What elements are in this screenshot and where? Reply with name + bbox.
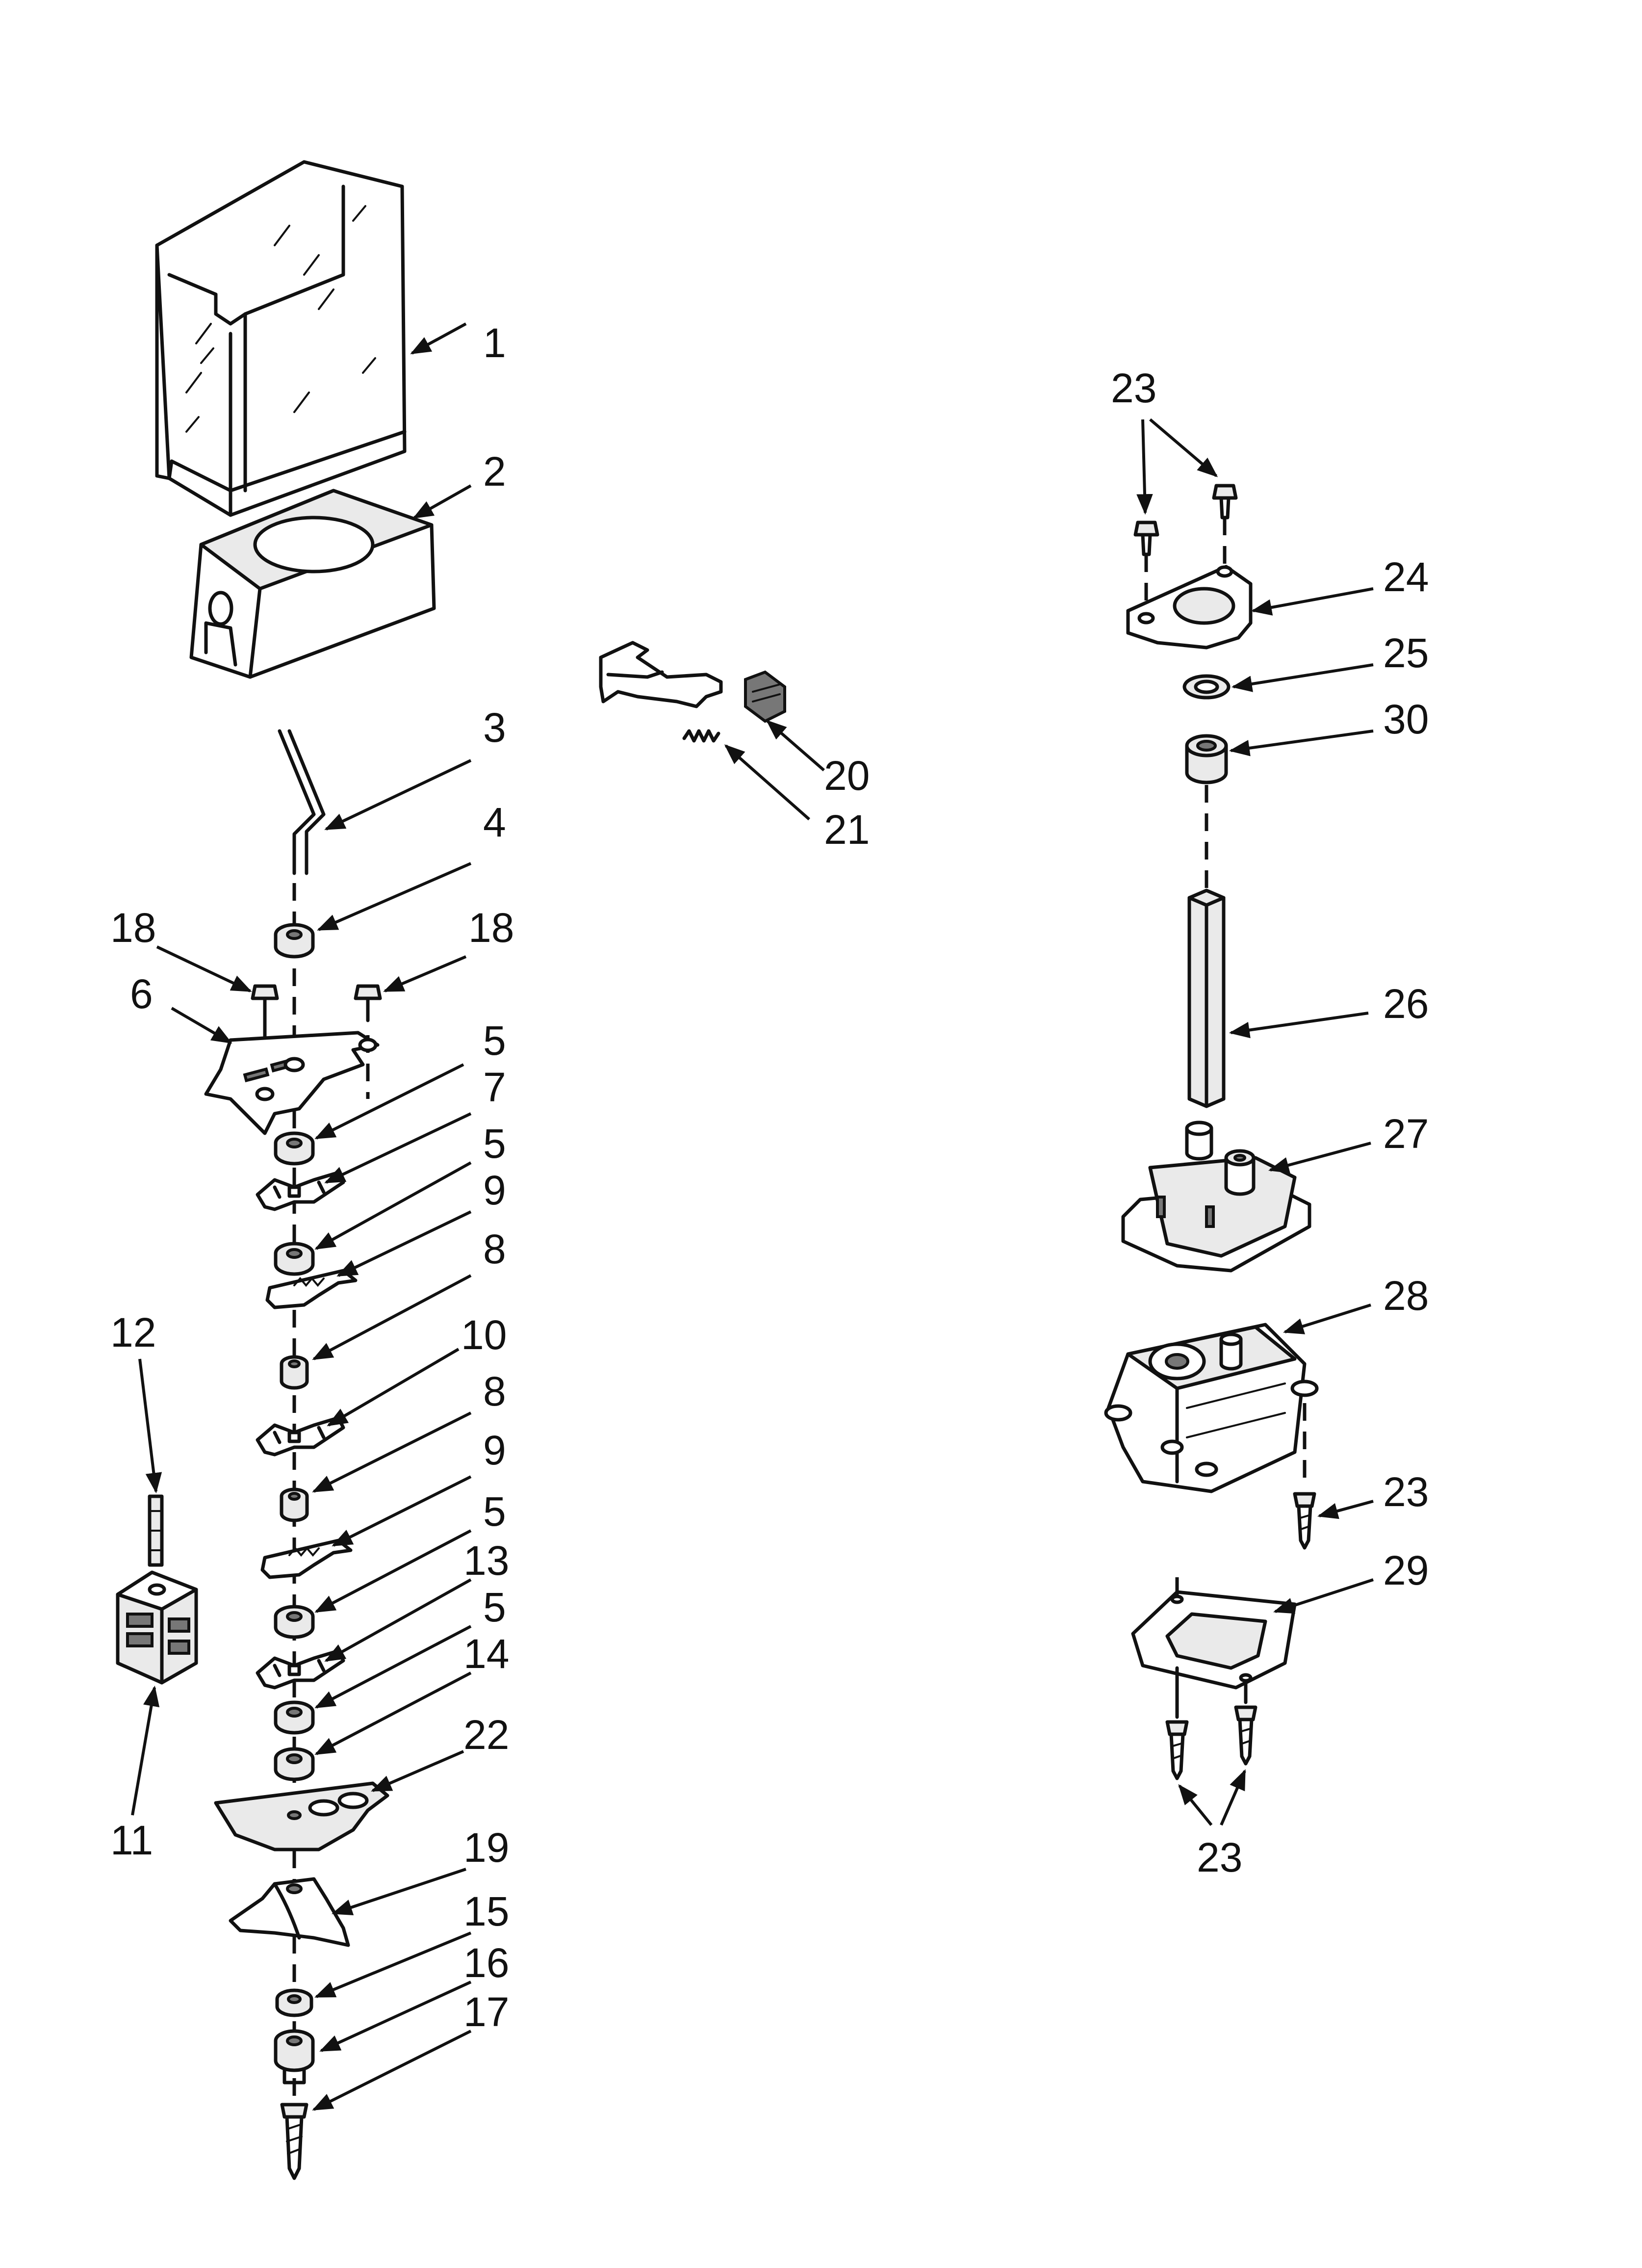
callout-26: 26 (1383, 981, 1429, 1027)
part-26-drive-shaft (1187, 888, 1226, 1108)
part-11-coupling-block (116, 1570, 198, 1685)
callout-19: 19 (463, 1825, 509, 1871)
part-5-spacer-c (274, 1605, 315, 1639)
callout-25: 25 (1383, 630, 1429, 676)
callout-11: 11 (110, 1817, 153, 1863)
part-5-spacer-d (274, 1700, 315, 1735)
callout-5-b: 5 (483, 1121, 506, 1167)
part-23-screw-top-left (1133, 521, 1159, 603)
part-25-washer (1182, 674, 1231, 700)
callout-22: 22 (463, 1712, 509, 1758)
part-12-pin (148, 1494, 164, 1567)
part-14-spacer (274, 1747, 315, 1781)
callout-23-mid: 23 (1383, 1469, 1429, 1515)
part-9-stationary-blade-b (260, 1538, 353, 1579)
part-4-bushing (274, 923, 315, 959)
callout-28: 28 (1383, 1273, 1429, 1319)
callout-29: 29 (1383, 1547, 1429, 1593)
part-5-spacer-b (274, 1242, 315, 1276)
callout-6: 6 (130, 971, 153, 1017)
callout-4: 4 (483, 799, 506, 845)
part-27-motor-cover (1121, 1121, 1311, 1273)
callout-14: 14 (463, 1631, 509, 1677)
part-29-gasket (1131, 1590, 1297, 1690)
part-8-bushing-b (280, 1487, 309, 1522)
part-20-switch-bracket (599, 641, 786, 723)
callout-5-c: 5 (483, 1488, 506, 1535)
callout-8-b: 8 (483, 1368, 506, 1414)
part-23-screw-top-right (1212, 484, 1238, 564)
part-23-screw-mid (1293, 1492, 1316, 1550)
callout-16: 16 (463, 1940, 509, 1986)
callout-18-left: 18 (110, 905, 156, 951)
callout-8-a: 8 (483, 1226, 506, 1272)
part-6-mounting-plate (204, 1031, 380, 1135)
callout-30: 30 (1383, 696, 1429, 742)
callout-9-a: 9 (483, 1167, 506, 1213)
part-19-spreader (229, 1877, 350, 1947)
callout-9-b: 9 (483, 1427, 506, 1473)
callout-1: 1 (483, 320, 506, 366)
callout-2: 2 (483, 448, 506, 495)
callout-21: 21 (824, 807, 870, 853)
callout-5-a: 5 (483, 1017, 506, 1064)
part-16-bushing (274, 2029, 315, 2085)
part-21-spring (682, 729, 720, 743)
callout-7: 7 (483, 1064, 506, 1110)
callout-23-bottom: 23 (1197, 1834, 1242, 1880)
part-24-bearing-plate (1126, 565, 1253, 650)
part-13-crusher-blade (256, 1649, 345, 1690)
part-8-bushing-a (280, 1355, 309, 1390)
callout-24: 24 (1383, 554, 1429, 600)
part-9-stationary-blade-a (265, 1269, 358, 1309)
part-10-crusher-blade (256, 1416, 345, 1457)
part-7-crusher-blade (256, 1171, 345, 1211)
part-23-screw-bottom-left (1165, 1720, 1189, 1780)
part-30-bearing (1185, 734, 1228, 784)
part-5-spacer-a (274, 1131, 315, 1166)
callout-5-d: 5 (483, 1584, 506, 1630)
callout-15: 15 (463, 1888, 509, 1934)
callout-13: 13 (463, 1538, 509, 1584)
part-22-divider-plate (214, 1781, 389, 1851)
callout-23-top: 23 (1111, 365, 1156, 411)
part-23-screw-bottom-right (1234, 1705, 1257, 1766)
callout-17: 17 (463, 1989, 509, 2035)
part-2-bucket-housing (189, 489, 436, 679)
callout-3: 3 (483, 704, 506, 751)
callout-20: 20 (824, 753, 870, 799)
callout-10: 10 (461, 1312, 507, 1358)
part-17-screw (280, 2103, 308, 2180)
part-1-ice-bucket (155, 160, 407, 517)
part-28-auger-motor (1104, 1323, 1319, 1493)
callout-12: 12 (110, 1309, 156, 1356)
callout-18-right: 18 (468, 905, 514, 951)
part-15-washer (275, 1988, 313, 2017)
callout-27: 27 (1383, 1111, 1429, 1157)
part-3-drive-rod (278, 729, 326, 875)
